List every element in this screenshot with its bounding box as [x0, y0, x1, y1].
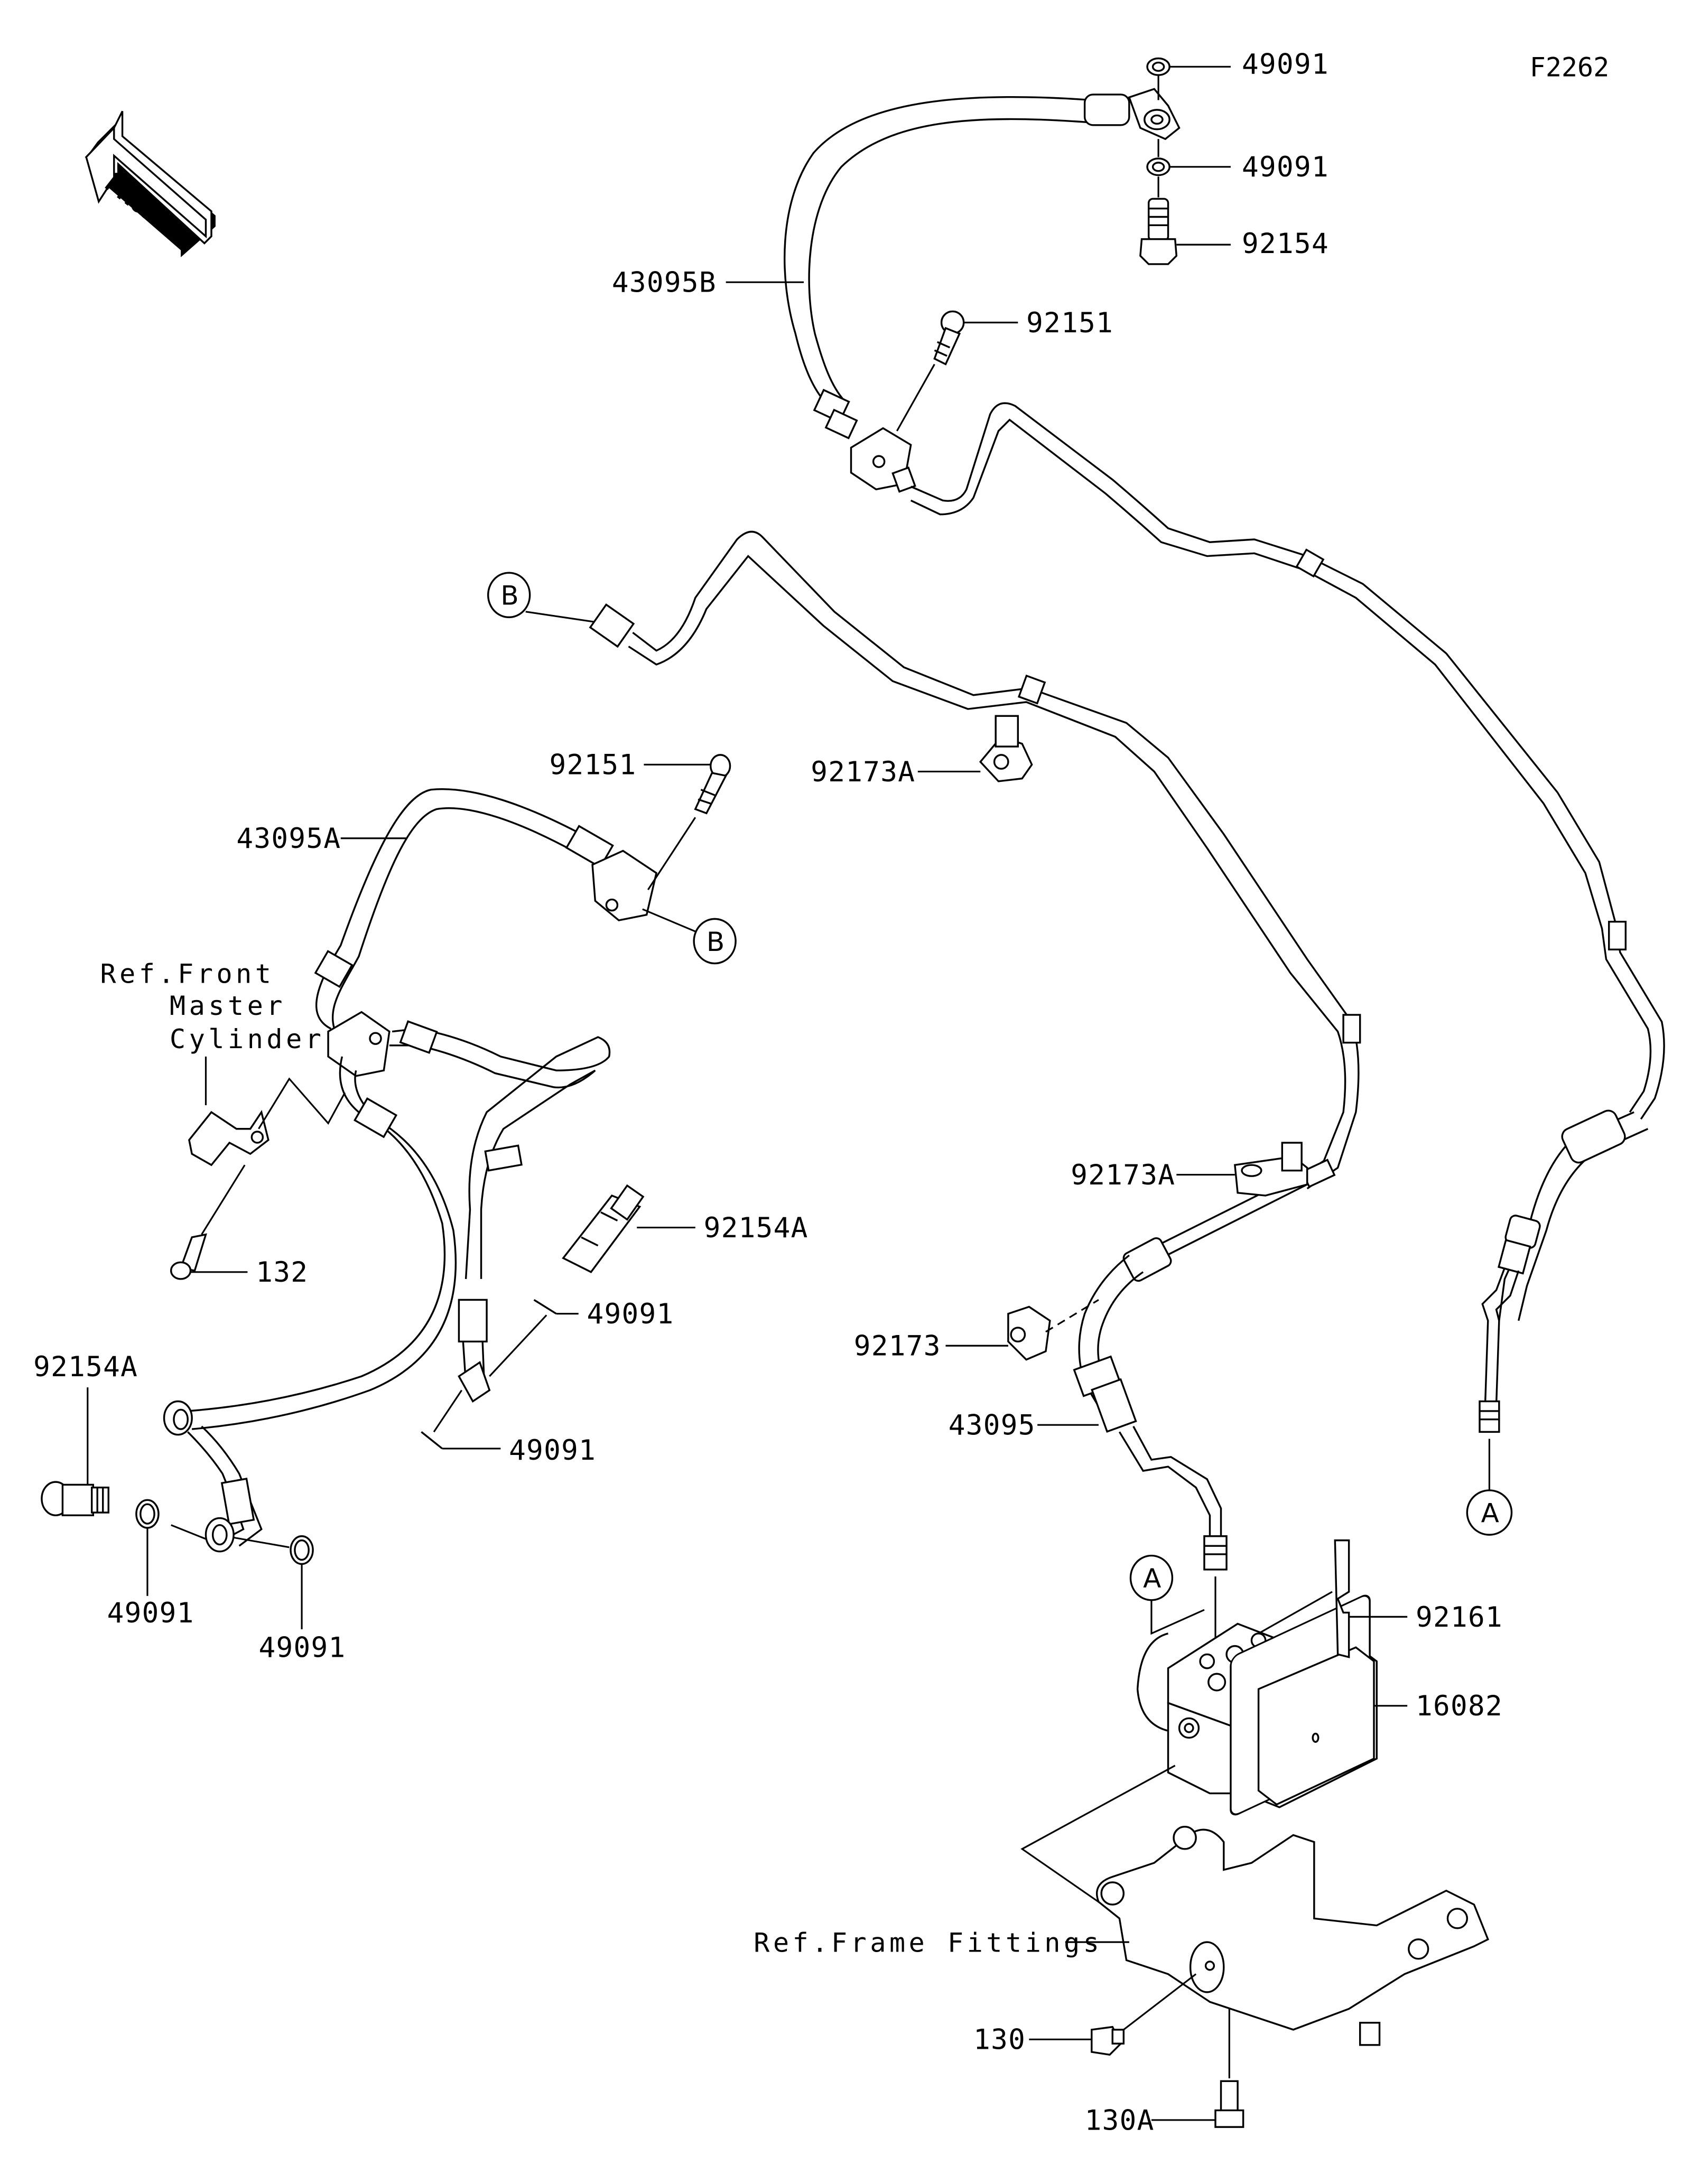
- part-label: 49091: [1242, 48, 1329, 80]
- ref-front-master-cylinder-line2: Master: [170, 991, 286, 1021]
- part-label: 49091: [1242, 151, 1329, 183]
- fitting-92154A-right[interactable]: [562, 1184, 645, 1273]
- brake-hose-43095B[interactable]: [784, 88, 1181, 493]
- part-label: 92151: [549, 749, 636, 781]
- front-arrow-icon: FRONT: [85, 110, 216, 257]
- part-label: 92154: [1242, 228, 1329, 260]
- part-label: 132: [256, 1256, 308, 1289]
- connection-marker-B-lower: B: [693, 918, 737, 965]
- part-label: 92154A: [704, 1212, 809, 1244]
- bolt-92151-mid[interactable]: [694, 754, 731, 815]
- part-label: 49091: [107, 1597, 194, 1629]
- clamp-92173[interactable]: [1007, 1305, 1051, 1361]
- connection-marker-A-right: A: [1466, 1489, 1513, 1536]
- part-label: 16082: [1416, 1690, 1503, 1722]
- clamp-92173A-upper[interactable]: [979, 715, 1033, 782]
- part-label: 130: [973, 2024, 1026, 2056]
- fitting-92154A-left[interactable]: [41, 1481, 109, 1516]
- bolt-132[interactable]: [170, 1233, 207, 1280]
- part-label: 43095B: [612, 267, 717, 299]
- washer-49091-mid2[interactable]: [421, 1431, 443, 1450]
- part-label: 49091: [258, 1632, 346, 1664]
- part-label: 130A: [1085, 2104, 1155, 2136]
- part-label: 92151: [1026, 307, 1113, 339]
- figure-code: F2262: [1530, 52, 1609, 83]
- washer-49091-bl1[interactable]: [135, 1499, 160, 1529]
- brake-hose-43095A[interactable]: [163, 788, 658, 1553]
- bolt-130A[interactable]: [1214, 2080, 1244, 2128]
- frame-fittings-bracket[interactable]: [1095, 1826, 1489, 2046]
- washer-49091-second[interactable]: [1146, 157, 1170, 176]
- part-label: 92173A: [811, 756, 915, 788]
- plate-92161[interactable]: [1334, 1539, 1350, 1658]
- part-label: 49091: [587, 1298, 674, 1330]
- connection-marker-B-upper: B: [487, 572, 531, 619]
- ref-front-master-cylinder-line1: Ref.Front: [100, 958, 274, 989]
- washer-49091-top[interactable]: [1146, 57, 1170, 76]
- bolt-92151-top[interactable]: [933, 310, 965, 366]
- part-label: 92154A: [33, 1351, 138, 1383]
- ref-frame-fittings: Ref.Frame Fittings: [754, 1928, 1102, 1958]
- washer-49091-mid[interactable]: [533, 1299, 557, 1315]
- part-label: 92161: [1416, 1601, 1503, 1634]
- connection-marker-A-abs: A: [1129, 1554, 1174, 1601]
- abs-unit-16082[interactable]: [1136, 1593, 1378, 1817]
- part-label: 92173A: [1071, 1159, 1175, 1191]
- part-label: 49091: [509, 1434, 596, 1467]
- svg-text:B: B: [707, 927, 724, 957]
- part-label: 92173: [854, 1330, 941, 1362]
- master-cylinder-clamp[interactable]: [188, 1109, 270, 1166]
- brake-pipe-B-to-abs[interactable]: [589, 530, 1361, 1571]
- svg-text:A: A: [1143, 1563, 1161, 1594]
- banjo-bolt-92154[interactable]: [1139, 198, 1178, 265]
- svg-text:B: B: [500, 581, 518, 611]
- washer-49091-bl2[interactable]: [290, 1535, 314, 1565]
- brake-pipe-to-A[interactable]: [910, 402, 1665, 1433]
- part-label: 43095A: [236, 823, 341, 855]
- svg-text:A: A: [1481, 1498, 1499, 1528]
- part-label: 43095: [949, 1410, 1036, 1442]
- ref-front-master-cylinder-line3: Cylinder: [170, 1024, 324, 1054]
- clamp-92173A-lower[interactable]: [1233, 1142, 1308, 1197]
- bolt-130[interactable]: [1091, 2026, 1125, 2056]
